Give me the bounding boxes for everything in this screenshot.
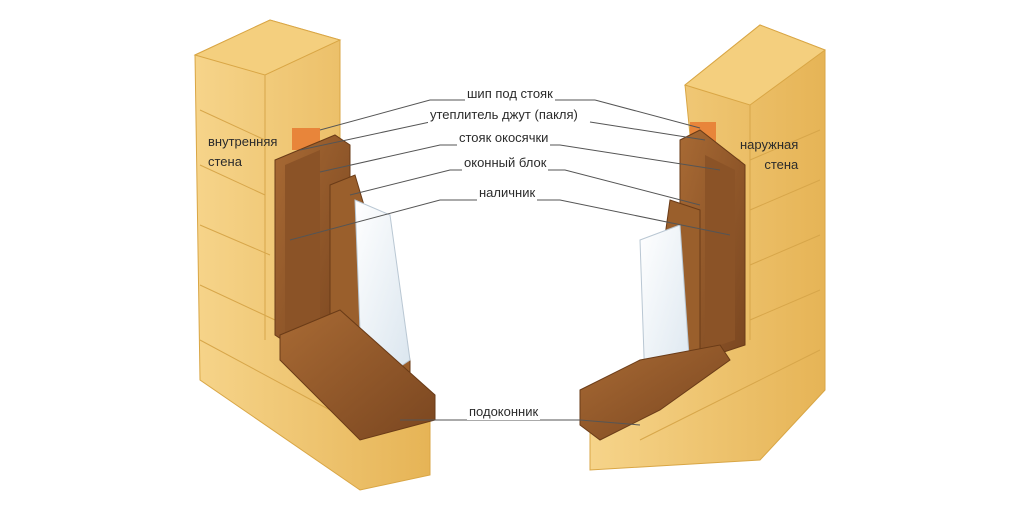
label-window-block: оконный блок [462, 155, 549, 171]
outer-wall-log-seams [639, 105, 821, 441]
inner-wall-log-top [193, 19, 342, 76]
label-ship: шип под стояк [465, 86, 555, 102]
outer-wall-label-line1: наружная [740, 137, 799, 152]
outer-wall-label-line2: стена [764, 157, 799, 172]
label-sill: подоконник [467, 404, 541, 420]
inner-wall [193, 19, 436, 491]
leader-ship-right [594, 99, 701, 129]
outer-casing [705, 155, 735, 350]
inner-wall-label-line1: внутренняя [208, 134, 278, 149]
inner-casing [285, 150, 320, 345]
outer-wall-log-top [683, 24, 827, 106]
inner-wall-label: внутренняя стена [208, 132, 277, 172]
inner-glass [354, 199, 411, 371]
label-insulation: утеплитель джут (пакля) [428, 107, 580, 123]
outer-wall-label: наружная стена [740, 135, 798, 175]
inner-wall-label-line2: стена [208, 154, 242, 169]
label-casing: наличник [477, 185, 538, 201]
leader-insulation-right [589, 121, 706, 141]
leader-insulation-left [299, 121, 431, 151]
outer-wall [579, 24, 827, 471]
outer-sill [579, 344, 731, 441]
leader-sill [400, 419, 641, 426]
inner-wall-log-seams [199, 75, 331, 411]
label-stoyak: стояк окосячки [457, 130, 551, 146]
